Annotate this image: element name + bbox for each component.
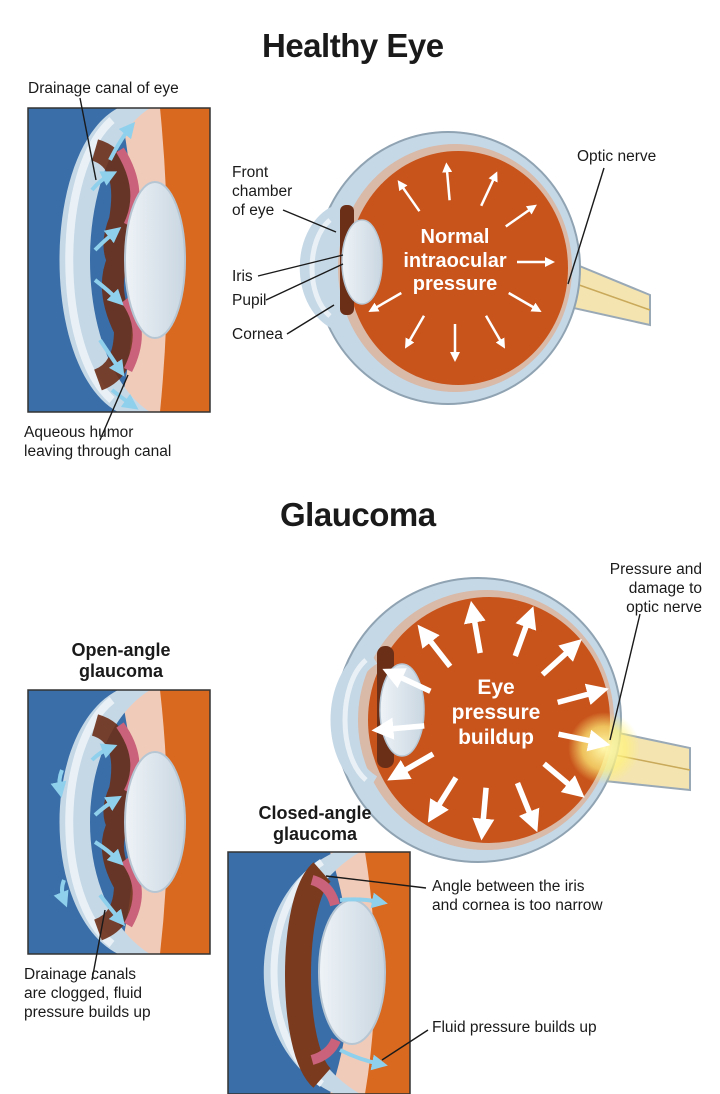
pressure-arrow-icon: [514, 782, 540, 833]
pressure-arrow-icon: [505, 204, 537, 228]
pressure-arrow-icon: [484, 315, 506, 349]
pupil-label: Pupil: [232, 292, 267, 309]
pressure-arrow-icon: [557, 729, 611, 752]
pressure-arrow-icon: [404, 315, 426, 349]
healthy-leader-lines: [79, 97, 605, 441]
open-angle-inset: [28, 690, 210, 954]
optic-nerve-label: Optic nerve: [577, 148, 657, 165]
normal-pressure-text: Normal intraocular pressure: [403, 226, 507, 296]
closed-angle-title: Closed-angle glaucoma: [258, 803, 372, 845]
pressure-arrow-icon: [397, 180, 421, 212]
cornea-label: Cornea: [232, 326, 283, 343]
glaucoma-title: Glaucoma: [280, 496, 436, 533]
pressure-arrows-healthy: [368, 162, 555, 362]
glaucoma-leader-lines: [91, 613, 641, 1061]
pressure-arrow-icon: [368, 291, 402, 313]
pressure-arrow-icon: [417, 624, 453, 669]
pressure-arrow-icon: [382, 668, 432, 694]
pressure-arrow-icon: [442, 162, 453, 201]
pressure-arrow-icon: [508, 291, 542, 313]
pressure-arrow-icon: [542, 761, 585, 798]
healthy-eye-globe: [299, 131, 651, 405]
front-chamber-label: Front chamber of eye: [232, 164, 293, 219]
aqueous-humor-label: Aqueous humor leaving through canal: [24, 424, 172, 460]
pressure-arrow-icon: [512, 606, 537, 658]
drainage-canal-label: Drainage canal of eye: [28, 80, 179, 97]
pressure-arrow-icon: [387, 751, 435, 781]
narrow-angle-label: Angle between the iris and cornea is too…: [432, 878, 603, 914]
pressure-arrow-icon: [427, 776, 459, 823]
pressure-arrow-icon: [480, 171, 498, 207]
iris-label: Iris: [232, 268, 253, 285]
pressure-arrow-icon: [472, 787, 495, 841]
pressure-buildup-text: Eye pressure buildup: [451, 676, 541, 749]
fluid-flow-arrow-icon: [90, 121, 139, 410]
glow-icon: [568, 712, 640, 784]
fluid-flow-arrow-icon: [339, 892, 388, 1071]
healthy-drainage-inset: [28, 108, 210, 412]
closed-angle-inset: [228, 852, 410, 1094]
open-angle-title: Open-angle glaucoma: [71, 640, 171, 682]
healthy-eye-title: Healthy Eye: [262, 27, 444, 64]
pressure-arrow-icon: [556, 683, 609, 706]
pressure-arrow-icon: [463, 600, 486, 654]
fluid-flow-arrow-icon: [50, 743, 126, 927]
pressure-arrows-glaucoma: [371, 600, 611, 841]
open-angle-caption: Drainage canals are clogged, fluid press…: [24, 966, 151, 1021]
glaucoma-eye-globe: [330, 577, 691, 863]
pressure-arrow-icon: [540, 639, 582, 677]
pressure-arrow-icon: [371, 717, 425, 740]
optic-damage-label: Pressure and damage to optic nerve: [609, 561, 702, 616]
fluid-pressure-label: Fluid pressure builds up: [432, 1019, 597, 1036]
